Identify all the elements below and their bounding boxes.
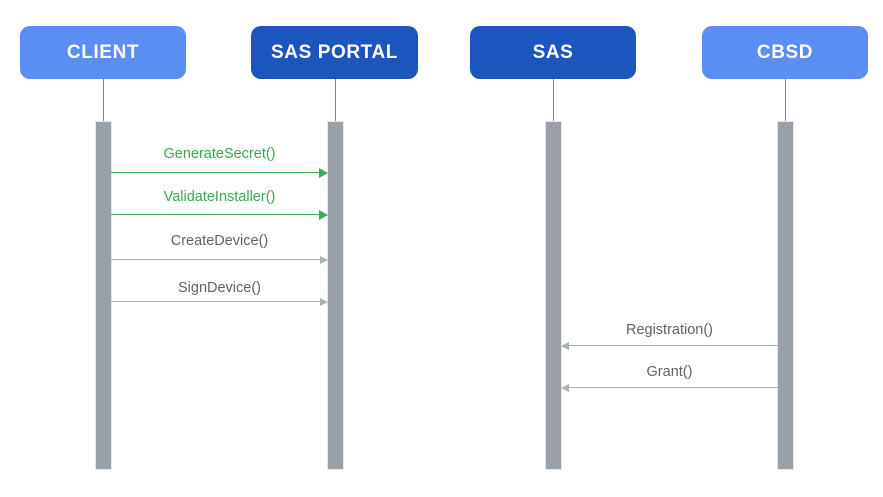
arrowhead-right-create-device [320, 256, 328, 264]
lifeline-cbsd [785, 79, 786, 121]
actor-box-client[interactable]: CLIENT [20, 26, 186, 79]
activation-bar-sas-portal [327, 121, 344, 470]
lifeline-sas [553, 79, 554, 121]
arrowhead-right-validate-installer [319, 210, 328, 220]
message-label-validate-installer: ValidateInstaller() [163, 189, 276, 205]
actor-label-sas-portal: SAS PORTAL [270, 41, 399, 63]
message-line-generate-secret [111, 172, 319, 173]
message-label-sign-device: SignDevice() [178, 280, 261, 296]
activation-bar-client [95, 121, 112, 470]
actor-label-cbsd: CBSD [756, 41, 814, 63]
actor-label-sas: SAS [532, 41, 574, 63]
arrowhead-right-sign-device [320, 298, 328, 306]
arrowhead-right-generate-secret [319, 168, 328, 178]
message-label-generate-secret: GenerateSecret() [163, 146, 276, 162]
actor-box-cbsd[interactable]: CBSD [702, 26, 868, 79]
lifeline-client [103, 79, 104, 121]
message-line-sign-device [111, 301, 320, 302]
message-label-create-device: CreateDevice() [170, 233, 269, 249]
actor-label-client: CLIENT [66, 41, 140, 63]
message-line-registration [569, 345, 778, 346]
lifeline-sas-portal [335, 79, 336, 121]
message-label-registration: Registration() [625, 322, 714, 338]
message-label-grant: Grant() [646, 364, 693, 380]
actor-box-sas-portal[interactable]: SAS PORTAL [251, 26, 418, 79]
activation-bar-sas [545, 121, 562, 470]
arrowhead-left-grant [561, 384, 569, 392]
actor-box-sas[interactable]: SAS [470, 26, 636, 79]
message-line-grant [569, 387, 778, 388]
activation-bar-cbsd [777, 121, 794, 470]
message-line-create-device [111, 259, 320, 260]
arrowhead-left-registration [561, 342, 569, 350]
message-line-validate-installer [111, 214, 319, 215]
